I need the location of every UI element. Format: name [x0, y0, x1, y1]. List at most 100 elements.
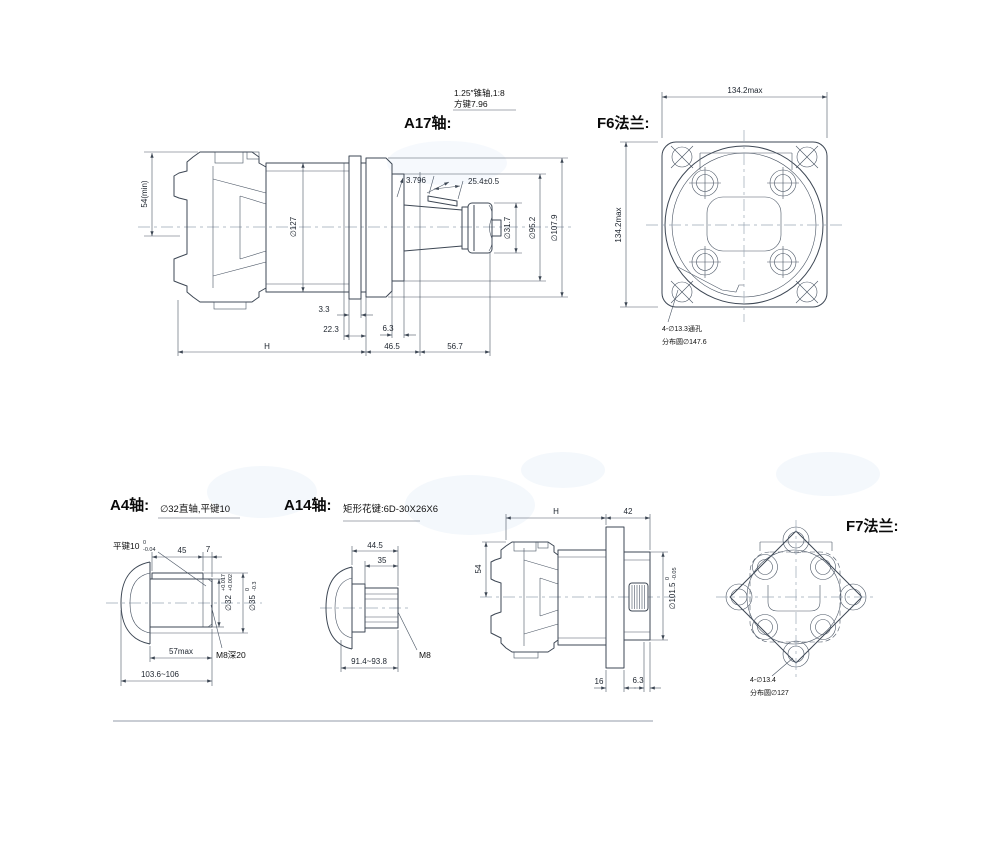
a17-right-dims: ∅31.7 ∅95.2 ∅107.9	[388, 157, 568, 298]
flange-square	[661, 141, 828, 308]
cylinder-lines	[266, 163, 349, 292]
housing-inner-lines	[212, 166, 267, 288]
f7-hole-note-line2: 分布圆∅127	[750, 688, 789, 697]
dim-44-5: 44.5	[367, 541, 383, 550]
dim-flange-width: 134.2max	[727, 86, 762, 95]
motor-body-cylinder	[265, 162, 350, 293]
dim-shaft-dia-group: ∅32 +0.017 +0.002	[221, 574, 234, 611]
dim-flange-dia: ∅107.9	[550, 214, 559, 242]
housing-boss	[214, 151, 244, 164]
f6-hole-note-line1: 4-∅13.3通孔	[662, 324, 702, 333]
dim-6-3: 6.3	[382, 324, 394, 333]
a14-shaft-body	[325, 566, 399, 650]
dim-pilot-dia: ∅95.2	[528, 216, 537, 239]
a4-shaft-body	[120, 561, 213, 645]
a4-key-tol-upper: 0	[143, 540, 146, 546]
background-watermark	[207, 141, 880, 535]
rear-cover	[623, 551, 651, 641]
a17-taper-note-line1: 1.25″锥轴,1:8	[454, 88, 505, 98]
a17-bottom-dims: 3.3 22.3 6.3 H 46.5 56.7	[177, 172, 491, 356]
washer	[461, 206, 469, 250]
spline-section	[364, 587, 399, 629]
dim-103: 103.6~106	[141, 670, 180, 679]
dim-pilot-dia-group: ∅101.5 0 -0.05	[665, 567, 678, 609]
dim-nut-dia: ∅31.7	[503, 216, 512, 239]
dim-7: 7	[206, 545, 211, 554]
dim-57max: 57max	[169, 647, 193, 656]
dim-body-dia: ∅127	[289, 216, 298, 237]
a4-title: A4轴:	[110, 496, 149, 514]
spline-stub	[628, 582, 649, 612]
tapered-shaft	[403, 195, 502, 254]
dim-H: H	[553, 507, 559, 516]
a17-taper-dims: 3.796 25.4±0.5	[396, 175, 500, 200]
dim-collar-dia: ∅35	[248, 595, 257, 611]
a4-shaft-drawing: A4轴: ∅32直轴,平键10 平键10 0 -0.04 45 7	[106, 496, 262, 686]
dim-16: 16	[595, 677, 604, 686]
dim-shaft-dia: ∅32	[224, 595, 233, 611]
a17-shaft-drawing: A17轴: 1.25″锥轴,1:8 方键7.96	[138, 88, 575, 356]
cover-lines	[624, 559, 650, 633]
rear-body-cylinder	[557, 549, 607, 646]
flat-key	[151, 572, 204, 580]
dim-housing-height: 54(min)	[140, 180, 149, 207]
collar-tol-lower: -0.3	[252, 582, 258, 591]
dim-35: 35	[378, 556, 387, 565]
f7-flange-drawing: F7法兰: 4-∅13.4 分布圆∅127	[716, 517, 899, 697]
spacer-disc	[360, 162, 367, 293]
dim-22-3: 22.3	[323, 325, 339, 334]
pilot-tol-lower: -0.05	[672, 567, 678, 580]
dim-6-3: 6.3	[632, 676, 644, 685]
dim-42: 42	[624, 507, 633, 516]
f6-flange-drawing: F6法兰: 134.2max	[597, 86, 842, 346]
f7-flange-plate-edge	[605, 526, 625, 669]
a4-thread-note: M8深20	[216, 650, 246, 660]
dim-H: H	[264, 342, 270, 351]
shaft-tol-upper: +0.017	[221, 574, 227, 591]
a17-taper-note-line2: 方键7.96	[454, 99, 488, 109]
dim-key-length: 25.4±0.5	[468, 177, 500, 186]
dim-3-3: 3.3	[318, 305, 330, 314]
dim-flange-height: 134.2max	[614, 207, 623, 242]
a4-subtitle: ∅32直轴,平键10	[160, 503, 230, 515]
a4-key-label: 平键10	[113, 541, 140, 551]
housing-boss	[537, 541, 549, 549]
a4-dims: 45 7 ∅32 +0.017 +0.002 ∅35 0 -0.3 57max	[120, 545, 258, 686]
f7-hole-note-line1: 4-∅13.4	[750, 677, 776, 684]
cylinder-lines	[558, 556, 606, 639]
f6-title: F6法兰:	[597, 114, 650, 132]
a14-subtitle: 矩形花键:6D-30X26X6	[343, 503, 438, 515]
collar-tol-upper: 0	[245, 588, 251, 591]
motor-rear-view-drawing: H 42 54 ∅101.5 0 -0.05 16 6.3	[474, 507, 678, 692]
f7-title: F7法兰:	[846, 517, 899, 535]
rear-housing-inner	[523, 548, 559, 646]
a14-shaft-drawing: A14轴: 矩形花键:6D-30X26X6 44.5 35 91.4~93.8 …	[284, 496, 438, 672]
a17-title: A17轴:	[404, 114, 452, 132]
rotor-disc	[348, 155, 362, 300]
housing-boss	[513, 541, 537, 552]
shaft-nut	[467, 202, 493, 254]
dim-46-5: 46.5	[384, 342, 400, 351]
square-key	[427, 195, 458, 207]
a14-thread-note: M8	[419, 650, 431, 660]
rear-housing-outline	[490, 541, 559, 653]
dim-56-7: 56.7	[447, 342, 463, 351]
f7-inner-contour	[759, 541, 833, 612]
dim-collar-dia-group: ∅35 0 -0.3	[245, 582, 258, 611]
f7-bolt-holes	[752, 554, 836, 640]
port-bolt-holes	[689, 167, 799, 278]
a14-title: A14轴:	[284, 496, 332, 514]
pilot-boss	[391, 173, 405, 282]
f7-hole-leader	[771, 657, 794, 677]
a14-dims: 44.5 35 91.4~93.8 M8	[340, 541, 431, 672]
pilot-tol-upper: 0	[665, 577, 671, 580]
housing-foot	[213, 301, 247, 310]
dim-pilot-dia: ∅101.5	[668, 582, 677, 610]
dim-45: 45	[178, 546, 187, 555]
dim-54: 54	[474, 564, 483, 573]
mounting-flange	[365, 157, 393, 298]
rear-dims: H 42 54 ∅101.5 0 -0.05 16 6.3	[474, 507, 678, 692]
a17-left-dim: 54(min)	[140, 151, 198, 237]
